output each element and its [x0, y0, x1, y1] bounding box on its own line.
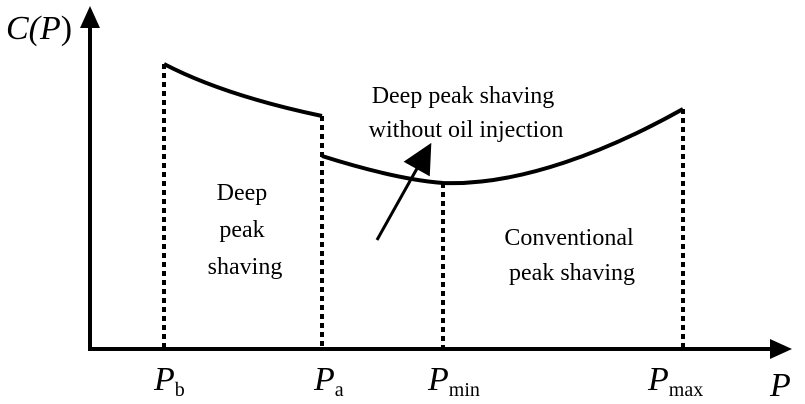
tick-label-pmin: Pmin: [427, 361, 480, 401]
x-axis-arrowhead: [770, 339, 792, 359]
tick-label-pmax: Pmax: [647, 361, 703, 401]
y-axis-arrowhead: [80, 6, 100, 28]
region-label-conventional: Conventional peak shaving: [504, 225, 639, 286]
tick-label-pa: Pa: [313, 361, 344, 401]
curve-deep-no-oil-and-conventional: [321, 107, 684, 186]
annotation-arrow: [375, 142, 432, 241]
region-label-deep-no-oil: Deep peak shaving without oil injection: [369, 83, 564, 143]
curve-deep-peak-shaving: [163, 62, 323, 118]
x-axis-label: P: [769, 367, 791, 404]
y-axis-label: C(P): [6, 10, 72, 47]
region-label-deep-peak-shaving: Deep peak shaving: [208, 180, 283, 280]
tick-label-pb: Pb: [153, 361, 185, 401]
